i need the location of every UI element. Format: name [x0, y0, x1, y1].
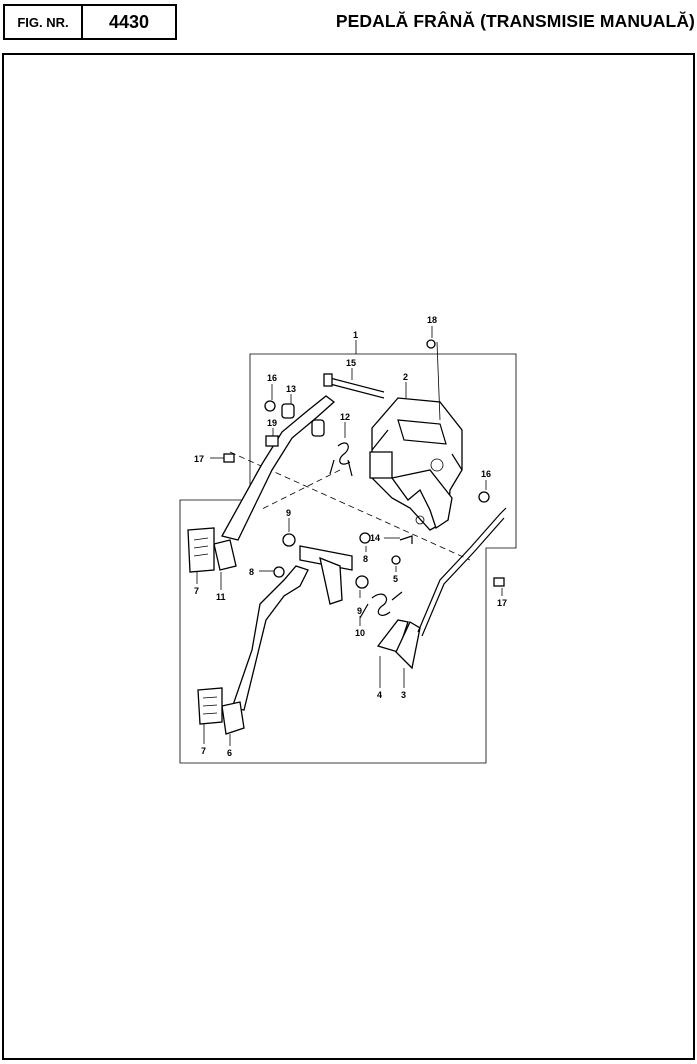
callout-19: 19	[267, 418, 277, 428]
callout-2: 2	[403, 372, 408, 382]
nut-16-left	[264, 400, 276, 412]
assembly-boundary	[179, 353, 517, 764]
axis-line	[259, 469, 341, 511]
callout-9-lower: 9	[357, 606, 362, 616]
callout-7-upper: 7	[194, 586, 199, 596]
leader-lines	[196, 326, 503, 746]
stop-14	[399, 535, 413, 544]
bolt-17-left	[223, 453, 235, 463]
bolt-15	[323, 373, 385, 399]
callout-16-left: 16	[267, 373, 277, 383]
callout-17-right: 17	[497, 598, 507, 608]
callout-12: 12	[340, 412, 350, 422]
nut-16-right	[478, 491, 490, 503]
callout-6: 6	[227, 748, 232, 758]
callout-11: 11	[216, 592, 226, 602]
pedal-bracket	[369, 397, 463, 531]
switch-19	[265, 435, 279, 447]
clutch-pedal-arm	[213, 395, 336, 571]
callout-16-right: 16	[481, 469, 491, 479]
callout-18: 18	[427, 315, 437, 325]
callout-7-lower: 7	[201, 746, 206, 756]
pin-8-upper	[359, 532, 371, 544]
callout-9-upper: 9	[286, 508, 291, 518]
callout-8-upper: 8	[363, 554, 368, 564]
callout-15: 15	[346, 358, 356, 368]
callout-17-left: 17	[194, 454, 204, 464]
clip-5	[391, 555, 401, 565]
callout-5: 5	[393, 574, 398, 584]
fig-number: 4430	[108, 11, 150, 32]
callout-3: 3	[401, 690, 406, 700]
bushing-13	[281, 403, 295, 419]
brake-pedal-arm	[221, 545, 353, 735]
callout-1: 1	[353, 330, 358, 340]
return-spring-10	[359, 591, 403, 619]
fig-label: FIG. NR.	[17, 14, 69, 30]
bolt-17-right	[493, 577, 505, 587]
pin-8-lower	[273, 566, 285, 578]
bushing-9-upper	[282, 533, 296, 547]
pedal-pad-upper	[187, 527, 215, 573]
nut-18	[426, 339, 441, 421]
return-spring-12	[329, 442, 353, 477]
callout-14: 14	[370, 533, 380, 543]
fig-number-box: 4430	[81, 4, 177, 40]
accelerator-pedal	[376, 507, 507, 670]
pedal-pad-lower	[197, 687, 223, 725]
callout-4: 4	[377, 690, 382, 700]
callout-labels: 1 2 3 4 5 6 7 7 8 8 9 9 10 11 12 13 14 1…	[194, 315, 507, 758]
callout-8-lower: 8	[249, 567, 254, 577]
callout-10: 10	[355, 628, 365, 638]
callout-13: 13	[286, 384, 296, 394]
bushing-9-lower	[355, 575, 369, 589]
page-title: PEDALĂ FRÂNĂ (TRANSMISIE MANUALĂ)	[335, 11, 695, 31]
diagram-frame	[2, 53, 695, 1060]
